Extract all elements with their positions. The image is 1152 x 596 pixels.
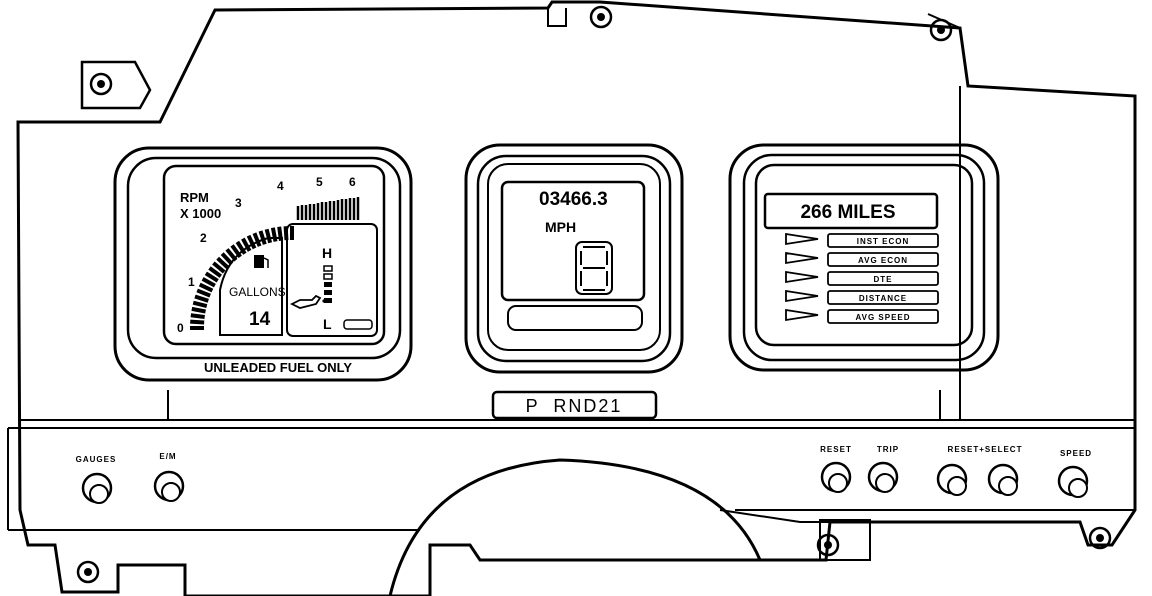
- gauges-button-label: GAUGES: [76, 455, 117, 464]
- odometer-readout: 03466.3: [539, 189, 608, 210]
- fuel-pump-icon: [254, 255, 269, 268]
- right-gauge-pod: [728, 143, 1000, 372]
- gear-indicator: P RND21: [526, 396, 623, 416]
- speed-button-label: SPEED: [1060, 449, 1092, 458]
- temp-gauge-window: [286, 223, 378, 337]
- trip-function-box: [827, 252, 939, 267]
- trip-function-label: DTE: [874, 275, 893, 284]
- tach-bar-segment: [220, 252, 234, 266]
- tach-bar-segment: [196, 288, 211, 298]
- tach-bar-segment: [252, 232, 262, 247]
- tach-bar-segment: [241, 237, 252, 252]
- tach-bar-segment: [216, 256, 230, 270]
- oil-can-icon: [289, 294, 326, 309]
- tach-tick-4: 4: [277, 179, 284, 193]
- rpm-multiplier-label: X 1000: [180, 206, 221, 221]
- trip-button[interactable]: [867, 461, 899, 493]
- trip-function-arrow: [785, 289, 819, 303]
- tach-tick-3: 3: [235, 196, 242, 210]
- fuel-gallons-value: 14: [249, 309, 271, 330]
- tach-tick-2: 2: [200, 231, 207, 245]
- trip-function-arrow: [785, 270, 819, 284]
- reset-button-label: RESET: [820, 445, 852, 454]
- tach-bar-segment: [212, 261, 226, 274]
- tach-tick-5: 5: [316, 175, 323, 189]
- tach-bar-segment: [191, 306, 206, 314]
- trip-function-arrow: [785, 232, 819, 246]
- reset-button[interactable]: [820, 461, 852, 493]
- tach-bar-segment: [190, 319, 205, 325]
- trip-function-list: INST ECON AVG ECON DTE DISTANCE AVG SPEED: [785, 232, 939, 324]
- tach-bar-segment: [235, 240, 247, 255]
- trip-function-box: [827, 290, 939, 305]
- tach-tick-labels: 0 1 2 3 4 5 6: [177, 175, 356, 335]
- gear-indicator-box: [491, 390, 658, 420]
- tach-bar-segment: [198, 282, 214, 293]
- gauges-button[interactable]: [81, 472, 113, 504]
- trip-function-box: [827, 271, 939, 286]
- tach-tick-1: 1: [188, 275, 195, 289]
- tach-tick-0: 0: [177, 321, 184, 335]
- em-button[interactable]: [153, 470, 185, 502]
- mounting-bolt: [1088, 526, 1112, 550]
- tach-bar-segment: [246, 234, 257, 250]
- trip-function-label: INST ECON: [857, 237, 910, 246]
- rpm-label: RPM: [180, 190, 209, 205]
- fuel-gauge-window: [219, 237, 283, 336]
- tach-bar-segment: [201, 277, 216, 288]
- trip-computer-display: 266 MILES: [800, 202, 895, 223]
- trip-function-label: DISTANCE: [859, 294, 907, 303]
- fuel-gallons-label: GALLONS: [229, 285, 286, 299]
- tach-bar-segment: [194, 294, 209, 303]
- tach-bar-segment: [258, 230, 267, 245]
- mounting-bolt: [76, 560, 100, 584]
- tach-bar-segment: [190, 313, 205, 319]
- tach-tick-6: 6: [349, 175, 356, 189]
- em-button-label: E/M: [159, 452, 176, 461]
- temp-bar-graph: [323, 265, 333, 303]
- trip-function-arrow: [785, 308, 819, 322]
- speed-button[interactable]: [1057, 465, 1089, 498]
- trip-function-arrow: [785, 251, 819, 265]
- speed-unit-label: MPH: [545, 219, 576, 235]
- reset-select-button-right[interactable]: [987, 463, 1019, 496]
- tachometer-bar-graph: [190, 197, 360, 330]
- trip-function-label: AVG SPEED: [855, 313, 910, 322]
- temp-high-label: H: [322, 245, 332, 261]
- tach-bar-segment: [192, 300, 208, 309]
- center-gauge-pod: [464, 143, 684, 374]
- trip-function-label: AVG ECON: [858, 256, 908, 265]
- mounting-bolt: [89, 72, 113, 96]
- tach-bar-segment: [204, 271, 219, 283]
- speed-digit-display: [575, 241, 613, 295]
- mounting-bolt: [929, 18, 953, 42]
- trip-function-box: [827, 233, 939, 248]
- trip-button-label: TRIP: [877, 445, 899, 454]
- reset-select-button-left[interactable]: [936, 463, 968, 496]
- tach-bar-segment: [208, 266, 222, 278]
- mounting-bolt: [589, 5, 613, 29]
- left-gauge-pod: [113, 146, 413, 382]
- indicator-lamp: [343, 319, 373, 330]
- temp-low-label: L: [323, 316, 332, 332]
- unleaded-fuel-notice: UNLEADED FUEL ONLY: [204, 360, 352, 375]
- tach-bar-segment: [264, 228, 273, 244]
- steering-column-arch: [388, 458, 762, 596]
- mounting-bolt: [816, 533, 840, 557]
- trip-function-box: [827, 309, 939, 324]
- tach-bar-segment: [270, 227, 278, 242]
- reset-select-button-label: RESET+SELECT: [948, 445, 1023, 454]
